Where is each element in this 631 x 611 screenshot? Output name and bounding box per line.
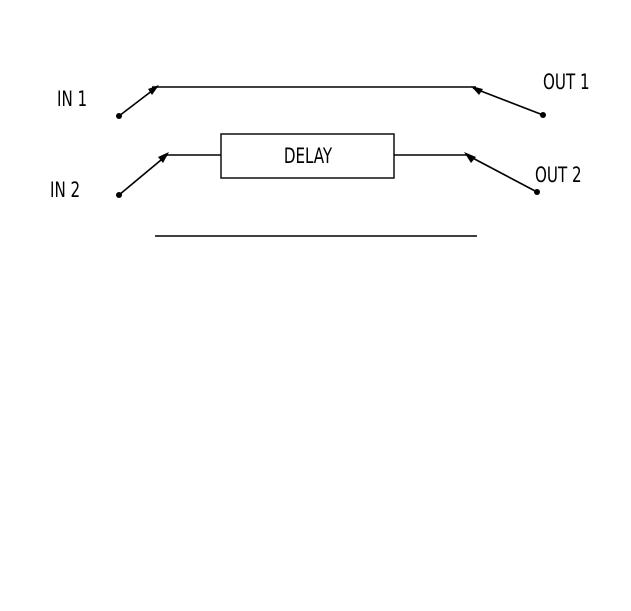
out-2-arrowhead bbox=[464, 152, 476, 163]
out-1-label: OUT 1 bbox=[543, 71, 590, 95]
out-2-switch-arm bbox=[466, 154, 538, 193]
in-2-label: IN 2 bbox=[50, 179, 80, 203]
out-2-label: OUT 2 bbox=[535, 164, 582, 188]
out-1-terminal bbox=[540, 112, 546, 118]
in-2-switch-arm bbox=[118, 154, 168, 196]
out-2-terminal bbox=[534, 189, 540, 195]
out-1-switch-arm bbox=[472, 87, 544, 116]
in-1-label: IN 1 bbox=[57, 88, 87, 112]
delay-block bbox=[220, 133, 395, 179]
delay-label: DELAY bbox=[284, 145, 333, 169]
